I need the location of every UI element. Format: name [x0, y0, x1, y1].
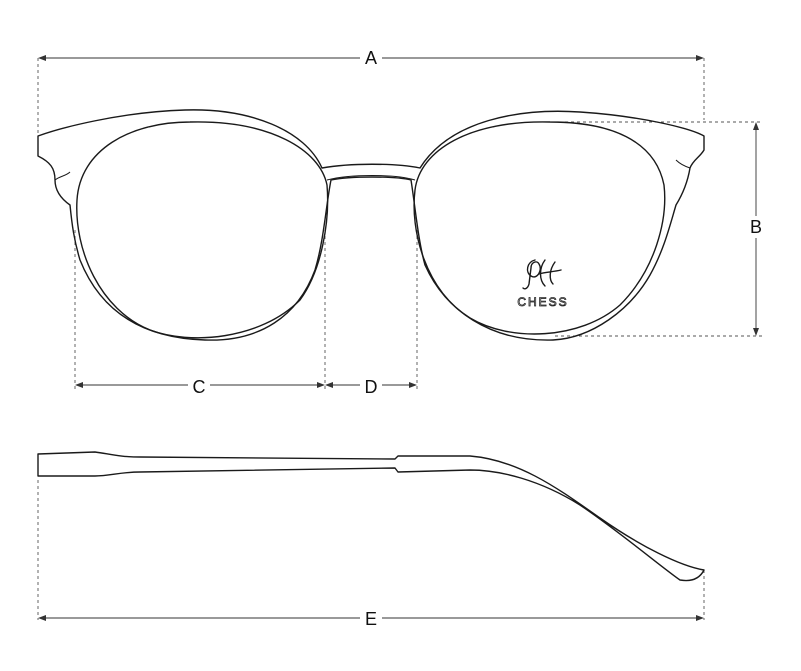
left-lens	[76, 121, 329, 339]
bridge	[326, 175, 416, 181]
brand-name: CHESS	[517, 295, 568, 309]
right-lens	[413, 121, 666, 335]
frame-front-view	[37, 109, 705, 341]
dimension-b-label: B	[750, 217, 762, 237]
right-hinge	[675, 159, 691, 169]
extension-lines	[37, 58, 762, 620]
temple-side-view	[37, 451, 705, 582]
dimension-c-label: C	[193, 377, 206, 397]
dimension-e: E	[38, 607, 704, 629]
chess-monogram-logo	[522, 259, 562, 290]
frame-outer-outline	[37, 109, 705, 341]
dimension-c: C	[75, 374, 325, 397]
dimension-e-label: E	[365, 609, 377, 629]
dimension-d: D	[325, 374, 417, 397]
dimension-b: B	[745, 122, 767, 336]
brand-logo: CHESS	[517, 259, 568, 309]
dimension-a-label: A	[365, 48, 377, 68]
dimension-d-label: D	[365, 377, 378, 397]
left-hinge	[54, 171, 71, 181]
temple-arm	[37, 451, 705, 582]
dimension-a: A	[38, 47, 704, 69]
